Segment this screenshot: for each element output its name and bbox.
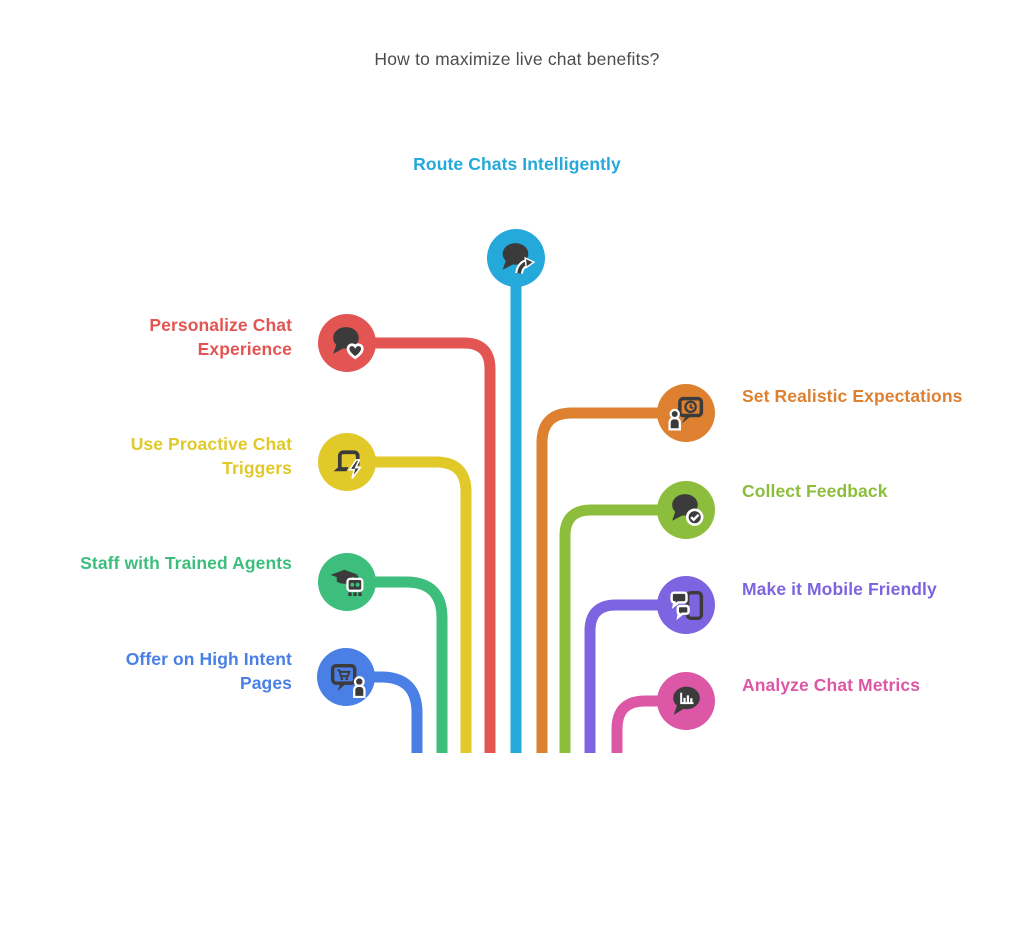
- branch-line-offer-on-high-intent-pages: [346, 671, 423, 753]
- label-analyze-chat-metrics: Analyze Chat Metrics: [742, 675, 921, 695]
- node-route-chats-intelligently: [487, 229, 545, 287]
- label-collect-feedback: Collect Feedback: [742, 481, 888, 501]
- label-set-realistic-expectations: Set Realistic Expectations: [742, 386, 963, 406]
- mobile-chat-icon: [666, 585, 707, 626]
- label-route-chats-intelligently: Route Chats Intelligently: [413, 154, 621, 174]
- node-offer-on-high-intent-pages: [317, 648, 375, 706]
- branch-line-set-realistic-expectations: [536, 407, 686, 753]
- cart-chat-icon: [326, 657, 367, 698]
- label-use-proactive-chat-triggers: Use Proactive Chat Triggers: [130, 434, 292, 478]
- branch-line-staff-with-trained-agents: [347, 576, 448, 753]
- training-robot-icon: [327, 562, 368, 603]
- label-personalize-chat-experience: Personalize Chat Experience: [149, 315, 292, 359]
- branch-line-collect-feedback: [559, 504, 686, 753]
- chat-check-icon: [666, 490, 707, 531]
- node-analyze-chat-metrics: [657, 672, 715, 730]
- label-staff-with-trained-agents: Staff with Trained Agents: [80, 553, 292, 573]
- node-staff-with-trained-agents: [318, 553, 376, 611]
- branch-line-personalize-chat-experience: [347, 337, 496, 753]
- diagram-title: How to maximize live chat benefits?: [374, 49, 660, 69]
- branch-line-analyze-chat-metrics: [611, 695, 686, 753]
- label-offer-on-high-intent-pages: Offer on High Intent Pages: [125, 649, 292, 693]
- node-collect-feedback: [657, 481, 715, 539]
- branch-line-make-it-mobile-friendly: [584, 599, 686, 753]
- person-clock-chat-icon: [666, 393, 707, 434]
- chat-heart-icon: [327, 323, 368, 364]
- node-personalize-chat-experience: [318, 314, 376, 372]
- chat-route-icon: [496, 238, 537, 279]
- node-make-it-mobile-friendly: [657, 576, 715, 634]
- node-set-realistic-expectations: [657, 384, 715, 442]
- chat-chart-icon: [666, 681, 707, 722]
- node-use-proactive-chat-triggers: [318, 433, 376, 491]
- label-make-it-mobile-friendly: Make it Mobile Friendly: [742, 579, 937, 599]
- branch-line-use-proactive-chat-triggers: [347, 456, 472, 753]
- laptop-bolt-icon: [327, 442, 368, 483]
